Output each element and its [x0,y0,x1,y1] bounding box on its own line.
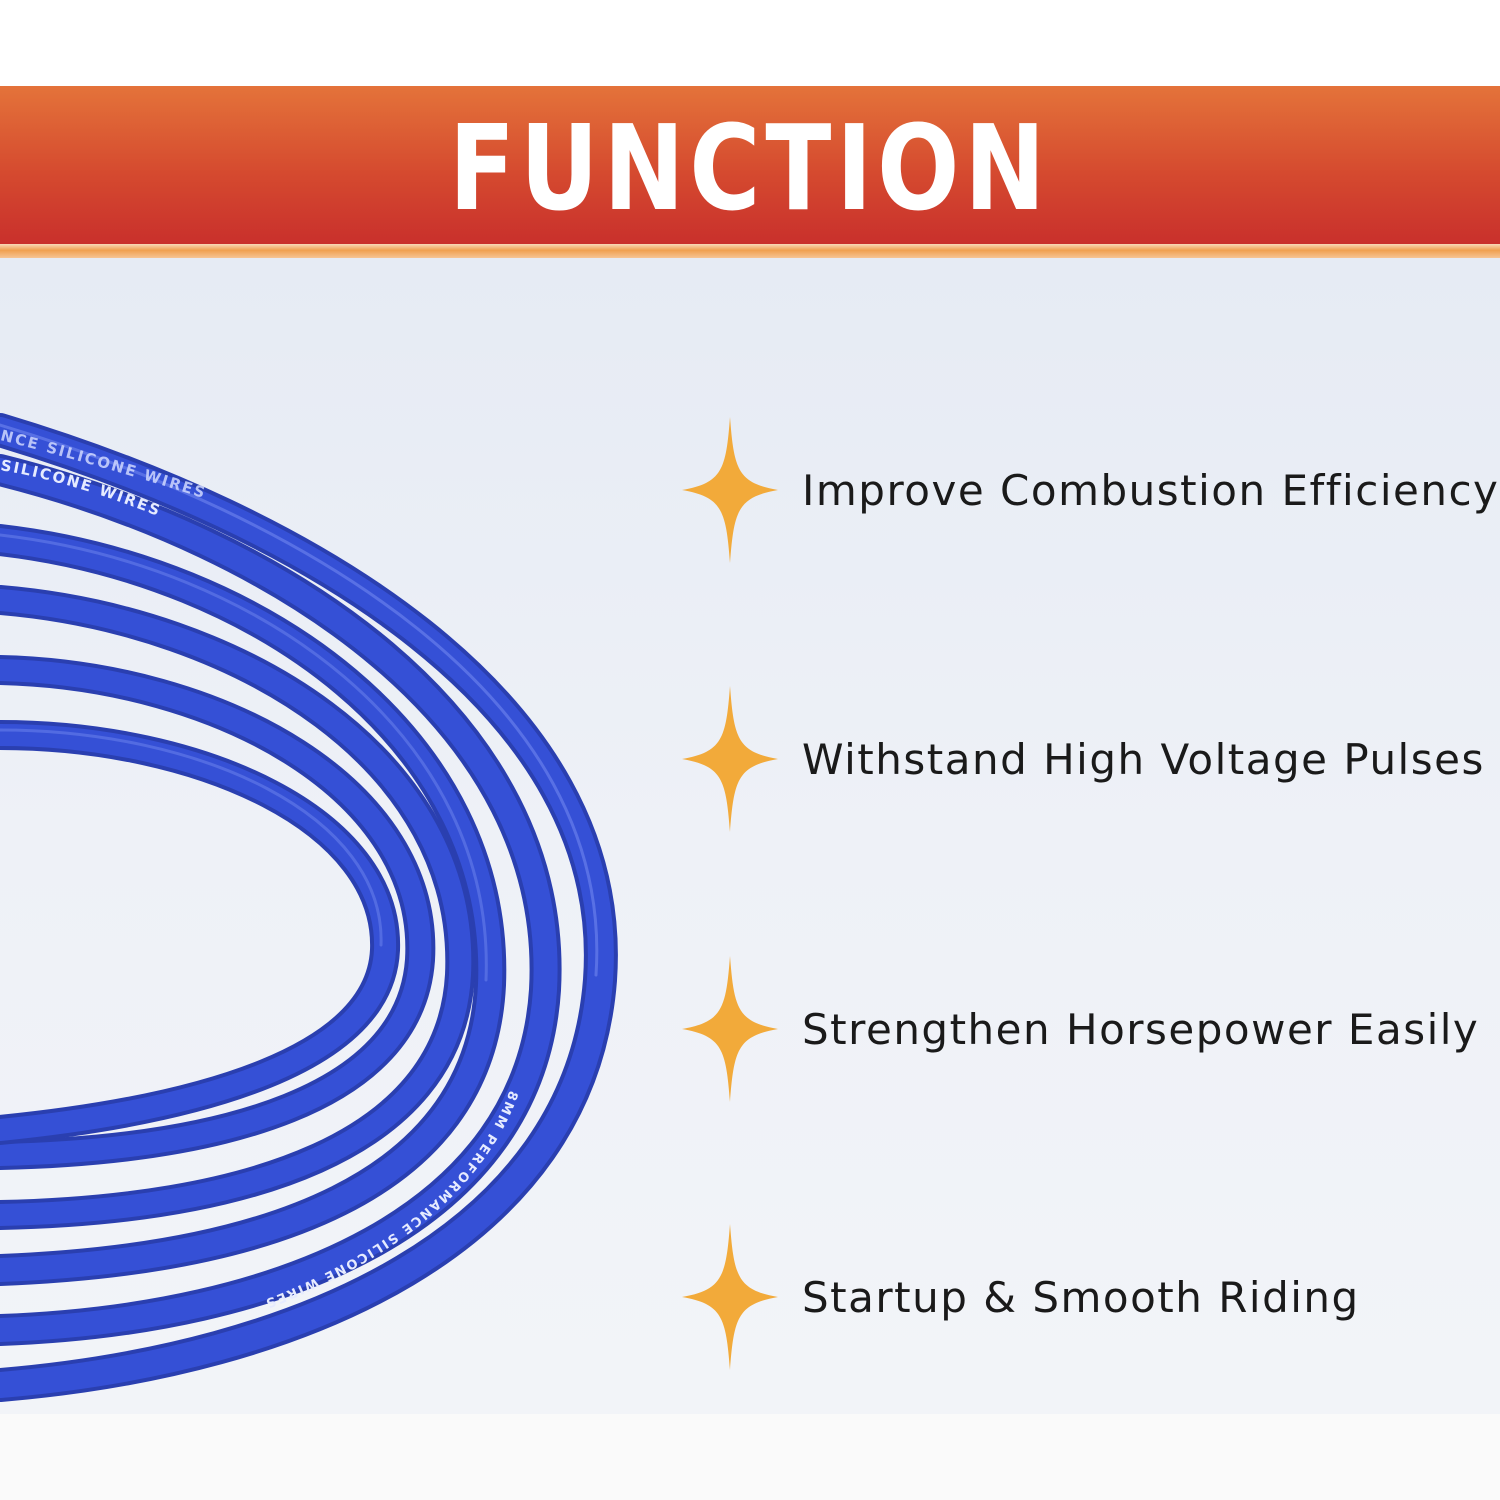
sparkle-star-icon [682,1224,778,1370]
sparkle-star-icon [682,686,778,832]
feature-label: Withstand High Voltage Pulses [802,734,1485,784]
feature-label: Improve Combustion Efficiency [802,465,1500,515]
feature-item-combustion: Improve Combustion Efficiency [680,415,1498,565]
blue-wire-coil-image: NCE SILICONE WIRES SILICONE WIRES 8MM PE… [0,413,618,1402]
sparkle-star-icon [682,417,778,563]
header-banner: FUNCTION [0,86,1500,244]
banner-stripe [0,244,1500,258]
page-title: FUNCTION [449,99,1051,237]
feature-item-startup: Startup & Smooth Riding [680,1222,1480,1372]
feature-item-horsepower: Strengthen Horsepower Easily [680,954,1480,1104]
feature-label: Startup & Smooth Riding [802,1272,1360,1322]
feature-label: Strengthen Horsepower Easily [802,1004,1480,1054]
sparkle-star-icon [682,956,778,1102]
content-area: NCE SILICONE WIRES SILICONE WIRES 8MM PE… [0,258,1500,1414]
feature-item-voltage: Withstand High Voltage Pulses [680,684,1483,834]
bottom-band [0,1414,1500,1500]
